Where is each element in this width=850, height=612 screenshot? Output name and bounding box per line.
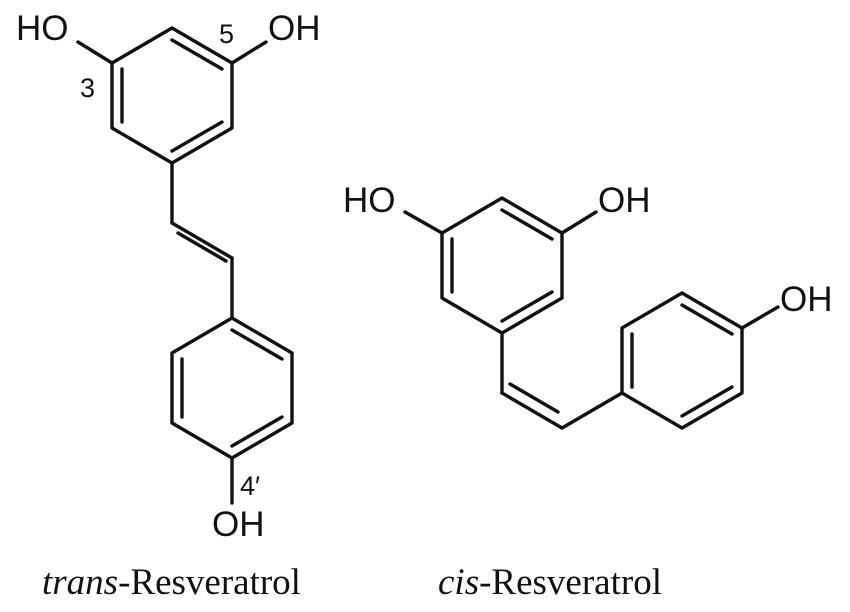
- trans-resveratrol-structure: HO OH OH 3 5 4′: [16, 9, 321, 544]
- trans-resveratrol-caption: trans-Resveratrol: [42, 562, 301, 603]
- trans-caption-name: -Resveratrol: [118, 562, 301, 603]
- cis-ring-b-double-bond-3: [680, 385, 734, 418]
- trans-oh-4p-label: OH: [212, 505, 265, 544]
- trans-alkene-bond: [170, 221, 234, 260]
- cis-c4p-oxygen-bond: [740, 305, 780, 330]
- trans-resorcinol-ring: [110, 26, 234, 165]
- cis-caption-prefix: cis: [438, 562, 479, 603]
- trans-ring-a-outline: [110, 26, 234, 165]
- trans-ring-b-double-bond-1: [230, 328, 284, 361]
- trans-oh-5-label: OH: [268, 9, 321, 48]
- cis-bridge-bond-2: [560, 391, 624, 430]
- cis-ring-a-outline: [440, 196, 564, 335]
- trans-alkene-second-line: [176, 231, 228, 263]
- trans-locant-3: 3: [80, 73, 95, 103]
- trans-phenol-ring: [170, 316, 294, 460]
- trans-locant-4-prime: 4′: [240, 471, 260, 501]
- cis-caption-name: -Resveratrol: [479, 562, 662, 603]
- trans-ho-3-label: HO: [16, 9, 69, 48]
- cis-vinylene-bridge: [500, 331, 624, 430]
- cis-ring-a-double-bond-1: [500, 208, 554, 241]
- trans-locant-5: 5: [219, 19, 234, 49]
- cis-phenol-ring: [620, 291, 744, 430]
- trans-ring-a-double-bond-2: [170, 120, 224, 153]
- cis-resorcinol-ring: [440, 196, 564, 335]
- trans-c3-oxygen-bond: [76, 40, 114, 65]
- trans-ring-b-double-bond-2: [230, 415, 284, 448]
- cis-ring-b-double-bond-2: [680, 303, 734, 336]
- cis-ho-3-label: HO: [343, 181, 396, 220]
- cis-alkene-second-line: [508, 382, 560, 414]
- cis-c3-oxygen-bond: [403, 210, 444, 235]
- cis-ring-b-outline: [620, 291, 744, 430]
- cis-oh-4p-label: OH: [780, 280, 833, 319]
- trans-caption-prefix: trans: [42, 562, 118, 603]
- cis-resveratrol-caption: cis-Resveratrol: [438, 562, 662, 603]
- trans-c5-oxygen-bond: [230, 40, 268, 65]
- cis-resveratrol-structure: HO OH OH: [343, 181, 833, 430]
- cis-alkene-bond: [500, 391, 564, 430]
- cis-ring-a-double-bond-2: [500, 290, 554, 323]
- trans-vinylene-bridge: [170, 161, 234, 320]
- cis-oh-5-label: OH: [598, 181, 651, 220]
- trans-ring-b-outline: [170, 316, 294, 460]
- cis-c5-oxygen-bond: [560, 210, 598, 235]
- trans-ring-a-double-bond-1: [170, 38, 224, 71]
